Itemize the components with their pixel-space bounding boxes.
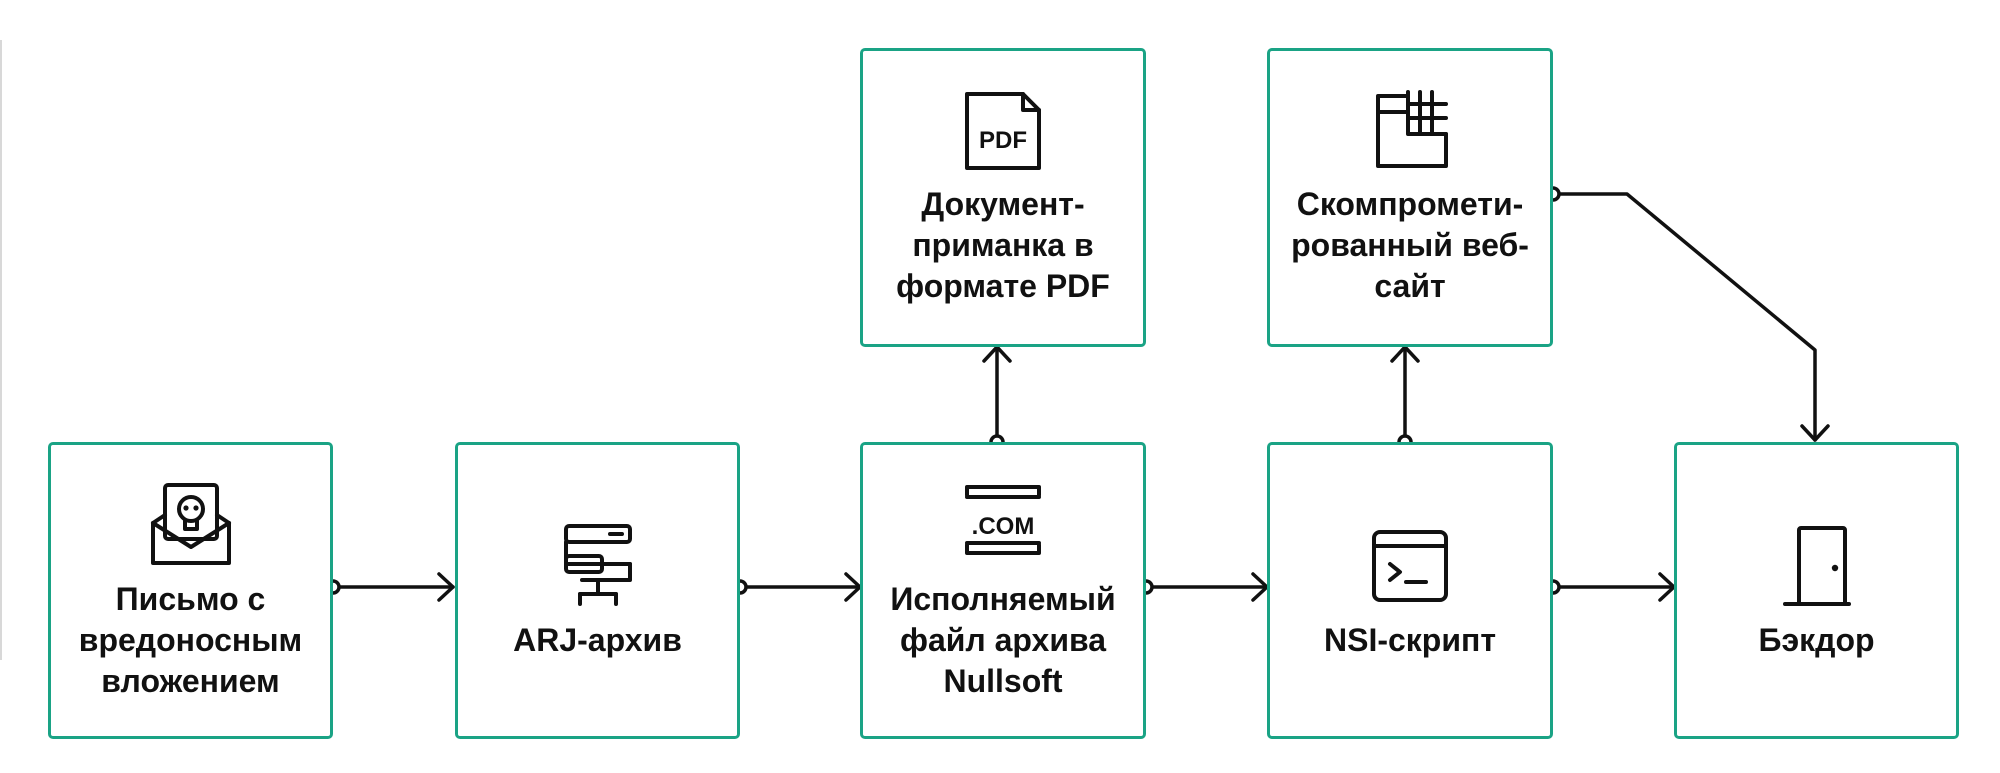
node-backdoor: Бэкдор <box>1674 442 1959 739</box>
node-malicious-email: Письмо с вредоносным вложением <box>48 442 333 739</box>
door-icon <box>1782 526 1851 606</box>
node-nsi-script: NSI-скрипт <box>1267 442 1553 739</box>
web-grid-icon <box>1376 90 1448 168</box>
pdf-file-icon: PDF <box>965 92 1041 170</box>
svg-text:.COM: .COM <box>972 513 1035 540</box>
arrowhead-nsi-to-website <box>1390 345 1420 363</box>
arrowhead-website-to-backdoor <box>1800 424 1830 442</box>
arrow-website-to-backdoor <box>1551 192 1817 442</box>
node-pdf-decoy: PDF Документ- приманка в формате PDF <box>860 48 1146 347</box>
node-label: Бэкдор <box>1758 622 1875 658</box>
terminal-icon <box>1372 530 1448 602</box>
arrowhead-nullsoft-to-pdf <box>982 345 1012 363</box>
node-arj-archive: ARJ-архив <box>455 442 740 739</box>
node-nullsoft-executable: .COM Исполняемый файл архива Nullsoft <box>860 442 1146 739</box>
svg-text:PDF: PDF <box>979 127 1027 154</box>
node-label: NSI-скрипт <box>1323 622 1497 658</box>
node-label: Исполняемый файл архива Nullsoft <box>890 581 1116 699</box>
arrowhead-email-to-arj <box>437 572 455 602</box>
malicious-email-icon <box>150 483 231 565</box>
archive-icon <box>563 524 632 606</box>
node-label: ARJ-архив <box>513 622 682 658</box>
left-divider <box>0 40 2 660</box>
node-label: Письмо с вредоносным вложением <box>78 581 303 699</box>
com-file-icon: .COM <box>965 485 1041 555</box>
node-compromised-website: Скомпромети- рованный веб- сайт <box>1267 48 1553 347</box>
node-label: Скомпромети- рованный веб- сайт <box>1291 186 1529 304</box>
node-label: Документ- приманка в формате PDF <box>896 186 1110 304</box>
